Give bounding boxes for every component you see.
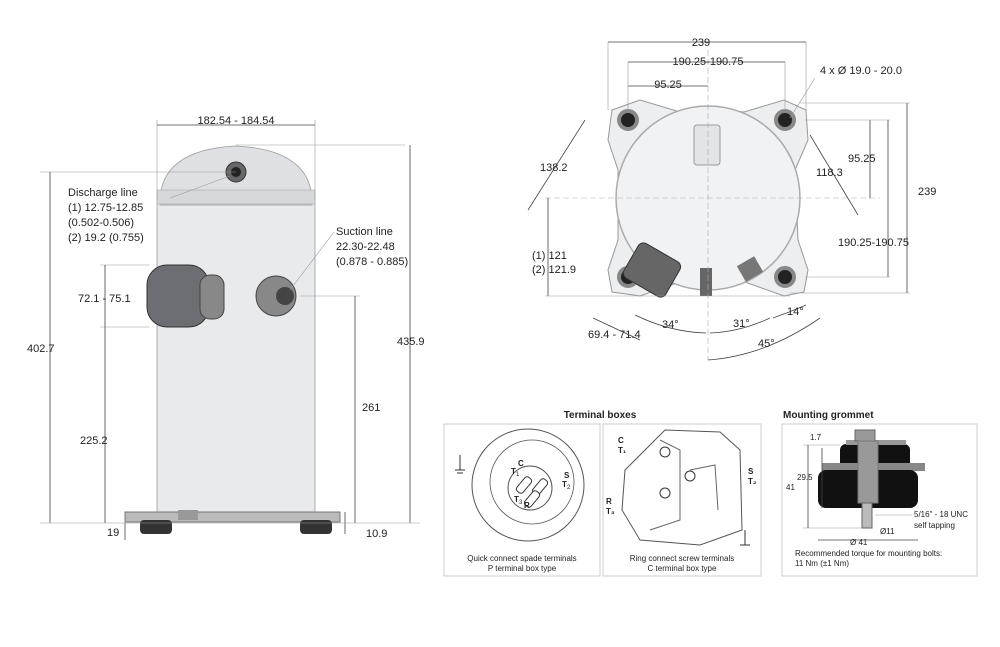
dia-11: Ø11: [880, 527, 895, 536]
dim-10-9: 10.9: [366, 528, 387, 540]
label-t1: T₁: [618, 446, 627, 455]
dim-95-top: 95.25: [654, 79, 682, 91]
mount-hole: [774, 266, 796, 288]
label-t3: T₃: [606, 507, 615, 516]
base-plate: [124, 511, 341, 523]
p-box-frame: [443, 423, 601, 577]
label-r: R: [606, 497, 612, 506]
dim-discharge-height: 402.7: [27, 343, 55, 355]
grommet-title: Mounting grommet: [783, 410, 874, 421]
mount-hole: [774, 109, 796, 131]
c-terminal-box: C T₁ S T₂ R T₃ Ring connect screw termin…: [606, 429, 757, 573]
angle-34: 34°: [662, 319, 679, 331]
torque-label: Recommended torque for mounting bolts:: [795, 549, 942, 558]
side-view: 182.54 - 184.54 435.9 402.7 Discharge li…: [27, 115, 425, 540]
label-c: C: [618, 436, 624, 445]
suction-mm: 22.30-22.48: [336, 241, 395, 253]
label-c: C: [518, 459, 524, 468]
p-box-caption-1: Quick connect spade terminals: [467, 554, 576, 563]
suction-port: [276, 287, 294, 305]
discharge-stub: [700, 268, 712, 296]
label-r: R: [524, 501, 530, 510]
c-box-caption-2: C terminal box type: [648, 564, 717, 573]
dim-41: 41: [786, 483, 795, 492]
angle-31: 31°: [733, 318, 750, 330]
discharge-title: Discharge line: [68, 187, 138, 199]
label-s: S: [564, 471, 570, 480]
bolt-thread: [861, 502, 873, 529]
sleeve: [857, 440, 879, 504]
angle-14: 14°: [787, 306, 804, 318]
mounting-grommet-panel: Mounting grommet 41 29.5 1.7 5/16" - 18 …: [781, 410, 978, 577]
terminal-boxes-panel: Terminal boxes C T 1 S T 2 T 3 R Quick c…: [443, 410, 762, 577]
dim-121-1: (1) 121: [532, 250, 567, 262]
label-t2: T₂: [748, 477, 757, 486]
terminal-boxes-title: Terminal boxes: [564, 410, 637, 421]
suction-in: (0.878 - 0.885): [336, 256, 408, 268]
label-t3-sub: 3: [519, 500, 523, 506]
weld-band: [156, 189, 316, 205]
dim-terminal: 72.1 - 75.1: [78, 293, 131, 305]
p-box-caption-2: P terminal box type: [488, 564, 557, 573]
discharge-1: (1) 12.75-12.85: [68, 202, 143, 214]
dim-1-7: 1.7: [810, 433, 822, 442]
grommet-left: [140, 520, 172, 534]
torque-value: 11 Nm (±1 Nm): [795, 559, 849, 568]
dim-239-right: 239: [918, 186, 936, 198]
bolt-head: [854, 429, 876, 442]
dim-118: 118.3: [816, 167, 843, 179]
dim-190-top: 190.25-190.75: [673, 56, 744, 68]
suction-stub: [736, 256, 764, 282]
thread-label-2: self tapping: [914, 521, 955, 530]
top-view: 239 190.25-190.75 95.25 4 x Ø 19.0 - 20.…: [527, 37, 936, 361]
dim-121-2: (2) 121.9: [532, 264, 576, 276]
p-terminal-box: C T 1 S T 2 T 3 R Quick connect spade te…: [455, 428, 585, 573]
c-box-frame: [602, 423, 762, 577]
dim-suction-height: 261: [362, 402, 380, 414]
grommet-right: [300, 520, 332, 534]
dim-239-top: 239: [692, 37, 710, 49]
label-t2-sub: 2: [567, 485, 571, 491]
suction-title: Suction line: [336, 226, 393, 238]
dim-190-right: 190.25-190.75: [838, 237, 909, 249]
dim-138: 138.2: [540, 162, 568, 174]
dim-19: 19: [107, 527, 119, 539]
label-t2: T: [562, 480, 567, 489]
dia-41: Ø 41: [850, 538, 868, 547]
dim-225: 225.2: [80, 435, 108, 447]
angle-45: 45°: [758, 338, 775, 350]
discharge-2: (2) 19.2 (0.755): [68, 232, 144, 244]
label-s: S: [748, 467, 754, 476]
thread-label: 5/16" - 18 UNC: [914, 510, 968, 519]
foot: [178, 510, 198, 520]
top-bracket: [693, 124, 721, 166]
label-t1-sub: 1: [516, 472, 520, 478]
dim-height-total: 435.9: [397, 336, 425, 348]
terminal-box-top: [622, 242, 682, 298]
discharge-1-in: (0.502-0.506): [68, 217, 134, 229]
mount-holes-label: 4 x Ø 19.0 - 20.0: [820, 65, 902, 77]
mount-hole: [617, 109, 639, 131]
label-t1: T: [511, 467, 516, 476]
label-t3: T: [514, 495, 519, 504]
compressor-shell: [156, 199, 316, 516]
terminal-box-cap: [199, 274, 225, 320]
dim-69: 69.4 - 71.4: [588, 329, 641, 341]
dim-width: 182.54 - 184.54: [197, 115, 274, 127]
dim-29-5: 29.5: [797, 473, 813, 482]
dim-95-right: 95.25: [848, 153, 876, 165]
c-box-caption-1: Ring connect screw terminals: [630, 554, 734, 563]
